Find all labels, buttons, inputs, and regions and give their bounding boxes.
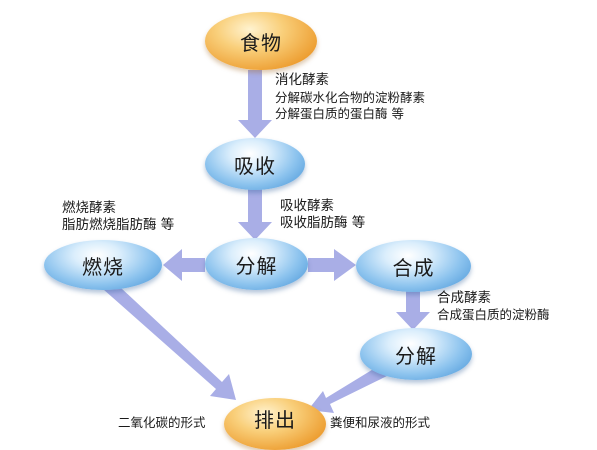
- co2-form-label: 二氧化碳的形式: [118, 415, 206, 430]
- node-decompose-center-label: 分解: [235, 253, 278, 278]
- digest-enzyme-line2: 分解蛋白质的蛋白酶 等: [275, 106, 404, 121]
- flow-arrows: [95, 70, 430, 413]
- digest-enzyme-title: 消化酵素: [275, 72, 329, 88]
- node-decompose-right-label: 分解: [395, 343, 437, 368]
- node-synthesize: 合成: [356, 240, 471, 292]
- node-decompose-right: 分解: [360, 328, 472, 380]
- absorb-enzyme-title: 吸收酵素: [280, 198, 334, 214]
- burn-enzyme-title: 燃烧酵素: [62, 200, 116, 216]
- synth-enzyme-title: 合成酵素: [437, 290, 491, 306]
- absorb-enzyme-line1: 吸收脂肪酶 等: [280, 215, 366, 231]
- node-decompose-center: 分解: [205, 238, 308, 290]
- arrow-decompose-to-excrete: [308, 365, 389, 413]
- node-excrete-label: 排出: [254, 407, 296, 432]
- synth-enzyme-line1: 合成蛋白质的淀粉酶: [437, 307, 550, 322]
- arrow-synthesize-to-decompose: [396, 290, 430, 330]
- arrow-decompose-to-burn: [163, 249, 205, 281]
- node-burn-label: 燃烧: [82, 254, 124, 279]
- arrow-absorb-to-decompose: [238, 188, 272, 240]
- node-burn: 燃烧: [44, 240, 162, 290]
- node-absorb-label: 吸收: [234, 153, 276, 178]
- arrow-food-to-absorb: [238, 70, 272, 138]
- feces-form-label: 粪便和尿液的形式: [330, 415, 431, 430]
- burn-enzyme-line1: 脂肪燃烧脂肪酶 等: [62, 217, 175, 233]
- node-food: 食物: [205, 12, 317, 70]
- arrow-decompose-to-synthesize: [308, 249, 356, 281]
- node-food-label: 食物: [240, 30, 282, 55]
- arrow-burn-to-excrete: [95, 274, 236, 400]
- digest-enzyme-line1: 分解碳水化合物的淀粉酵素: [275, 90, 426, 105]
- node-excrete: 排出: [224, 398, 326, 450]
- node-absorb: 吸收: [205, 138, 305, 190]
- node-synthesize-label: 合成: [392, 255, 435, 280]
